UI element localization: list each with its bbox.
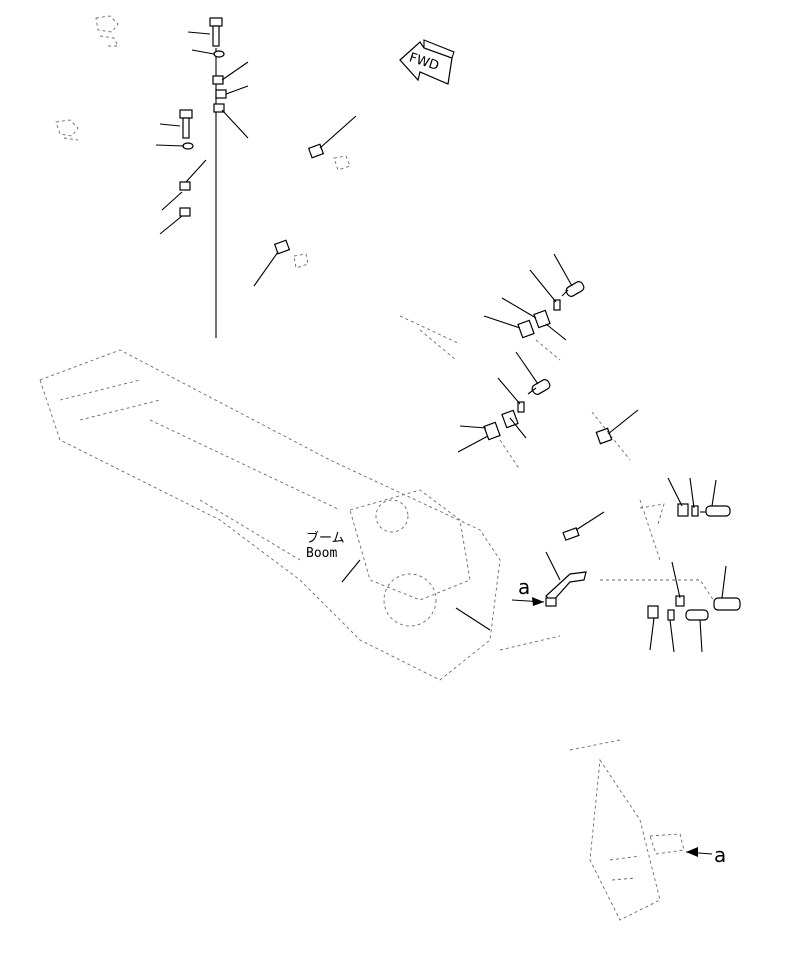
boom-body — [39, 349, 721, 921]
right-fittings-middle — [457, 351, 639, 471]
bracket-detail-upper: a — [511, 511, 605, 607]
boom-label-en: Boom — [306, 546, 337, 561]
clamp — [179, 181, 191, 191]
clamp — [213, 103, 225, 113]
bolt-shank — [212, 25, 220, 47]
right-fittings-upper — [399, 253, 585, 361]
bracket-detail-lower: a — [609, 833, 726, 881]
arrow-head — [686, 847, 698, 857]
clamp — [215, 89, 227, 99]
upper-clamp-assembly — [55, 15, 249, 338]
bolt-shank — [182, 117, 190, 139]
clamp — [212, 75, 224, 85]
fwd-direction-arrow: FWD — [399, 39, 455, 85]
bolt-head — [179, 109, 193, 119]
detail-marker-upper: a — [518, 575, 530, 599]
bolt-head — [209, 17, 223, 27]
right-fittings-lower — [639, 477, 741, 653]
washer — [213, 50, 225, 58]
boom-label-jp: ブーム — [306, 530, 345, 546]
second-clamp-assembly — [155, 109, 207, 235]
clamp — [179, 207, 191, 217]
floating-clamps — [253, 115, 357, 287]
detail-marker-lower: a — [714, 843, 726, 867]
arrow-head — [532, 597, 544, 606]
